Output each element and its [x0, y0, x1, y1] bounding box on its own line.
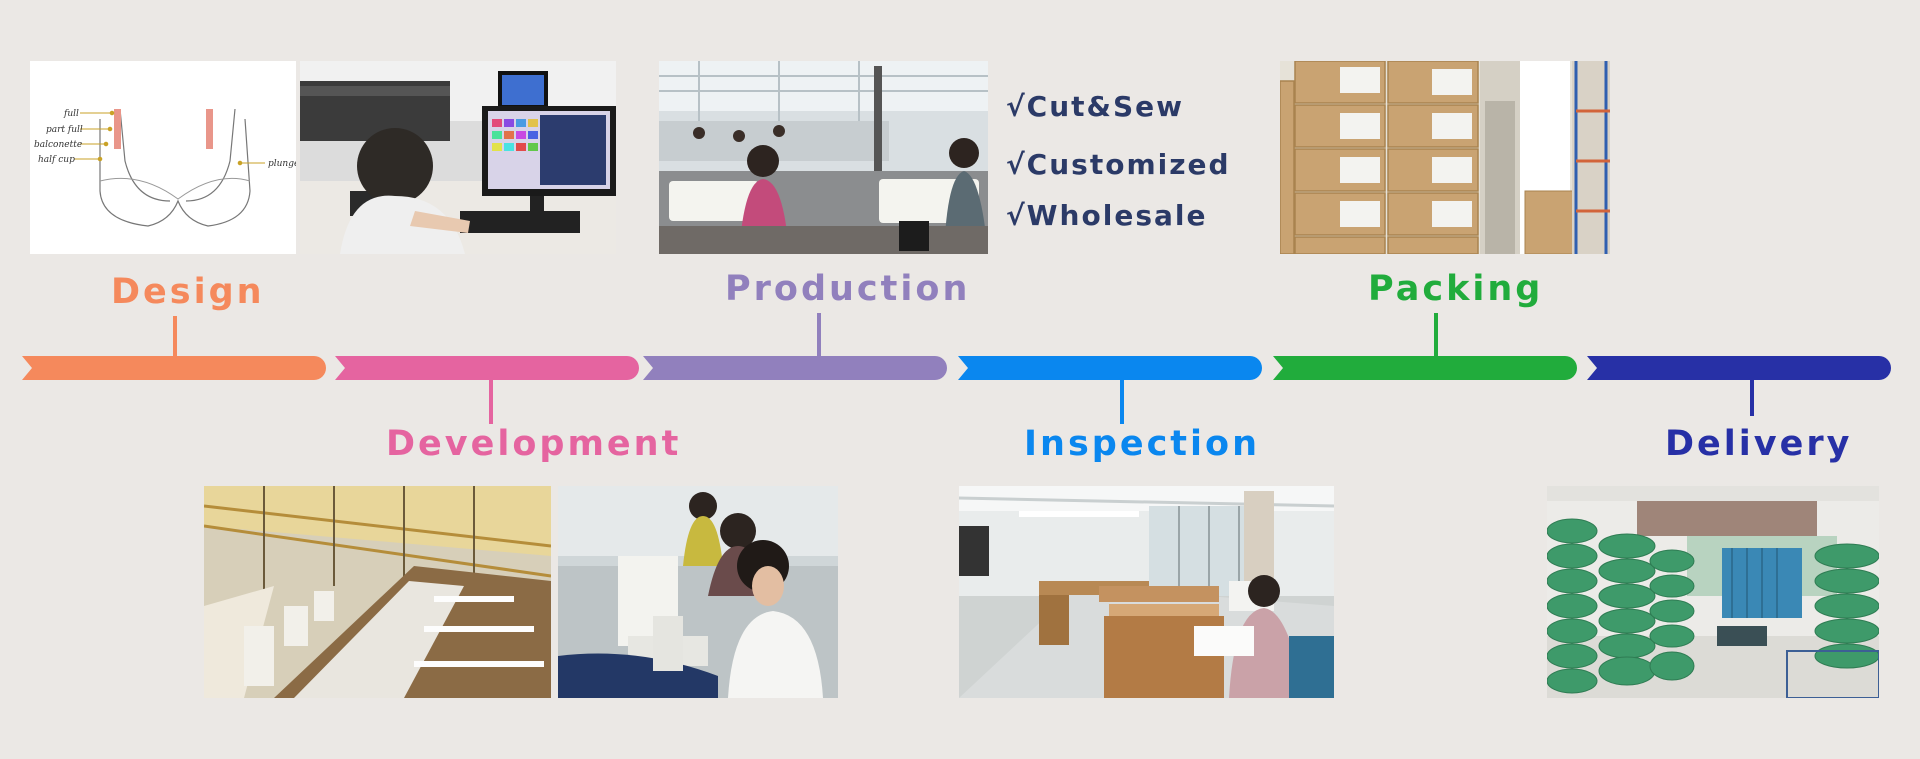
inspection-room-image: [959, 486, 1334, 698]
connector-delivery: [1750, 380, 1754, 416]
delivery-warehouse-image: [1547, 486, 1879, 698]
sketch-label-half-cup: half cup: [38, 155, 75, 165]
design-sketch-image: full part full balconette half cup plung…: [30, 61, 296, 254]
connector-design: [173, 316, 177, 356]
stage-label-development: Development: [386, 424, 682, 464]
connector-production: [817, 313, 821, 356]
stage-label-delivery: Delivery: [1665, 424, 1853, 464]
designer-computer-image: [300, 61, 616, 254]
timeline-bar-delivery: [1587, 356, 1891, 380]
production-sewing-image: [659, 61, 988, 254]
connector-packing: [1434, 313, 1438, 356]
connector-development: [489, 380, 493, 424]
stage-label-design: Design: [111, 272, 265, 312]
stage-label-inspection: Inspection: [1024, 424, 1261, 464]
worker-sewing-image: [558, 486, 838, 698]
sketch-label-balconette: balconette: [34, 140, 82, 150]
timeline-bar-design: [22, 356, 326, 380]
sketch-label-full: full: [63, 109, 79, 119]
packing-boxes-image: [1280, 61, 1610, 254]
timeline-bar-inspection: [958, 356, 1262, 380]
feature-cut-sew: √Cut&Sew: [1006, 90, 1184, 123]
factory-floor-image: [204, 486, 551, 698]
sketch-label-plunge: plunge: [268, 159, 296, 169]
timeline-bar-production: [643, 356, 947, 380]
timeline-bar-packing: [1273, 356, 1577, 380]
stage-label-packing: Packing: [1368, 269, 1544, 309]
feature-customized: √Customized: [1006, 148, 1231, 181]
connector-inspection: [1120, 380, 1124, 424]
timeline-bar-development: [335, 356, 639, 380]
sketch-label-part-full: part full: [46, 125, 83, 135]
feature-wholesale: √Wholesale: [1006, 199, 1208, 232]
stage-label-production: Production: [725, 269, 971, 309]
